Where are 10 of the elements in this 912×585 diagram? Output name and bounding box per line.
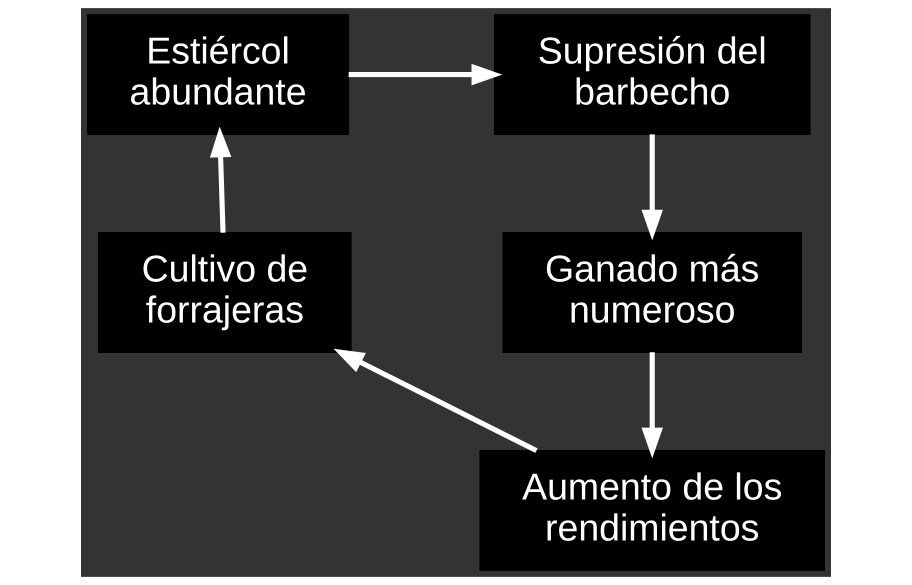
arrow <box>334 348 538 453</box>
node-box: Ganado más numeroso <box>502 232 802 353</box>
arrow <box>641 134 663 240</box>
arrow <box>348 64 502 86</box>
node-box: Estiércol abundante <box>86 14 350 135</box>
node-box: Supresión del barbecho <box>494 14 811 135</box>
node-box: Cultivo de forrajeras <box>98 232 352 353</box>
arrow <box>210 126 232 233</box>
node-box: Aumento de los rendimientos <box>479 450 826 571</box>
arrow <box>641 352 663 458</box>
